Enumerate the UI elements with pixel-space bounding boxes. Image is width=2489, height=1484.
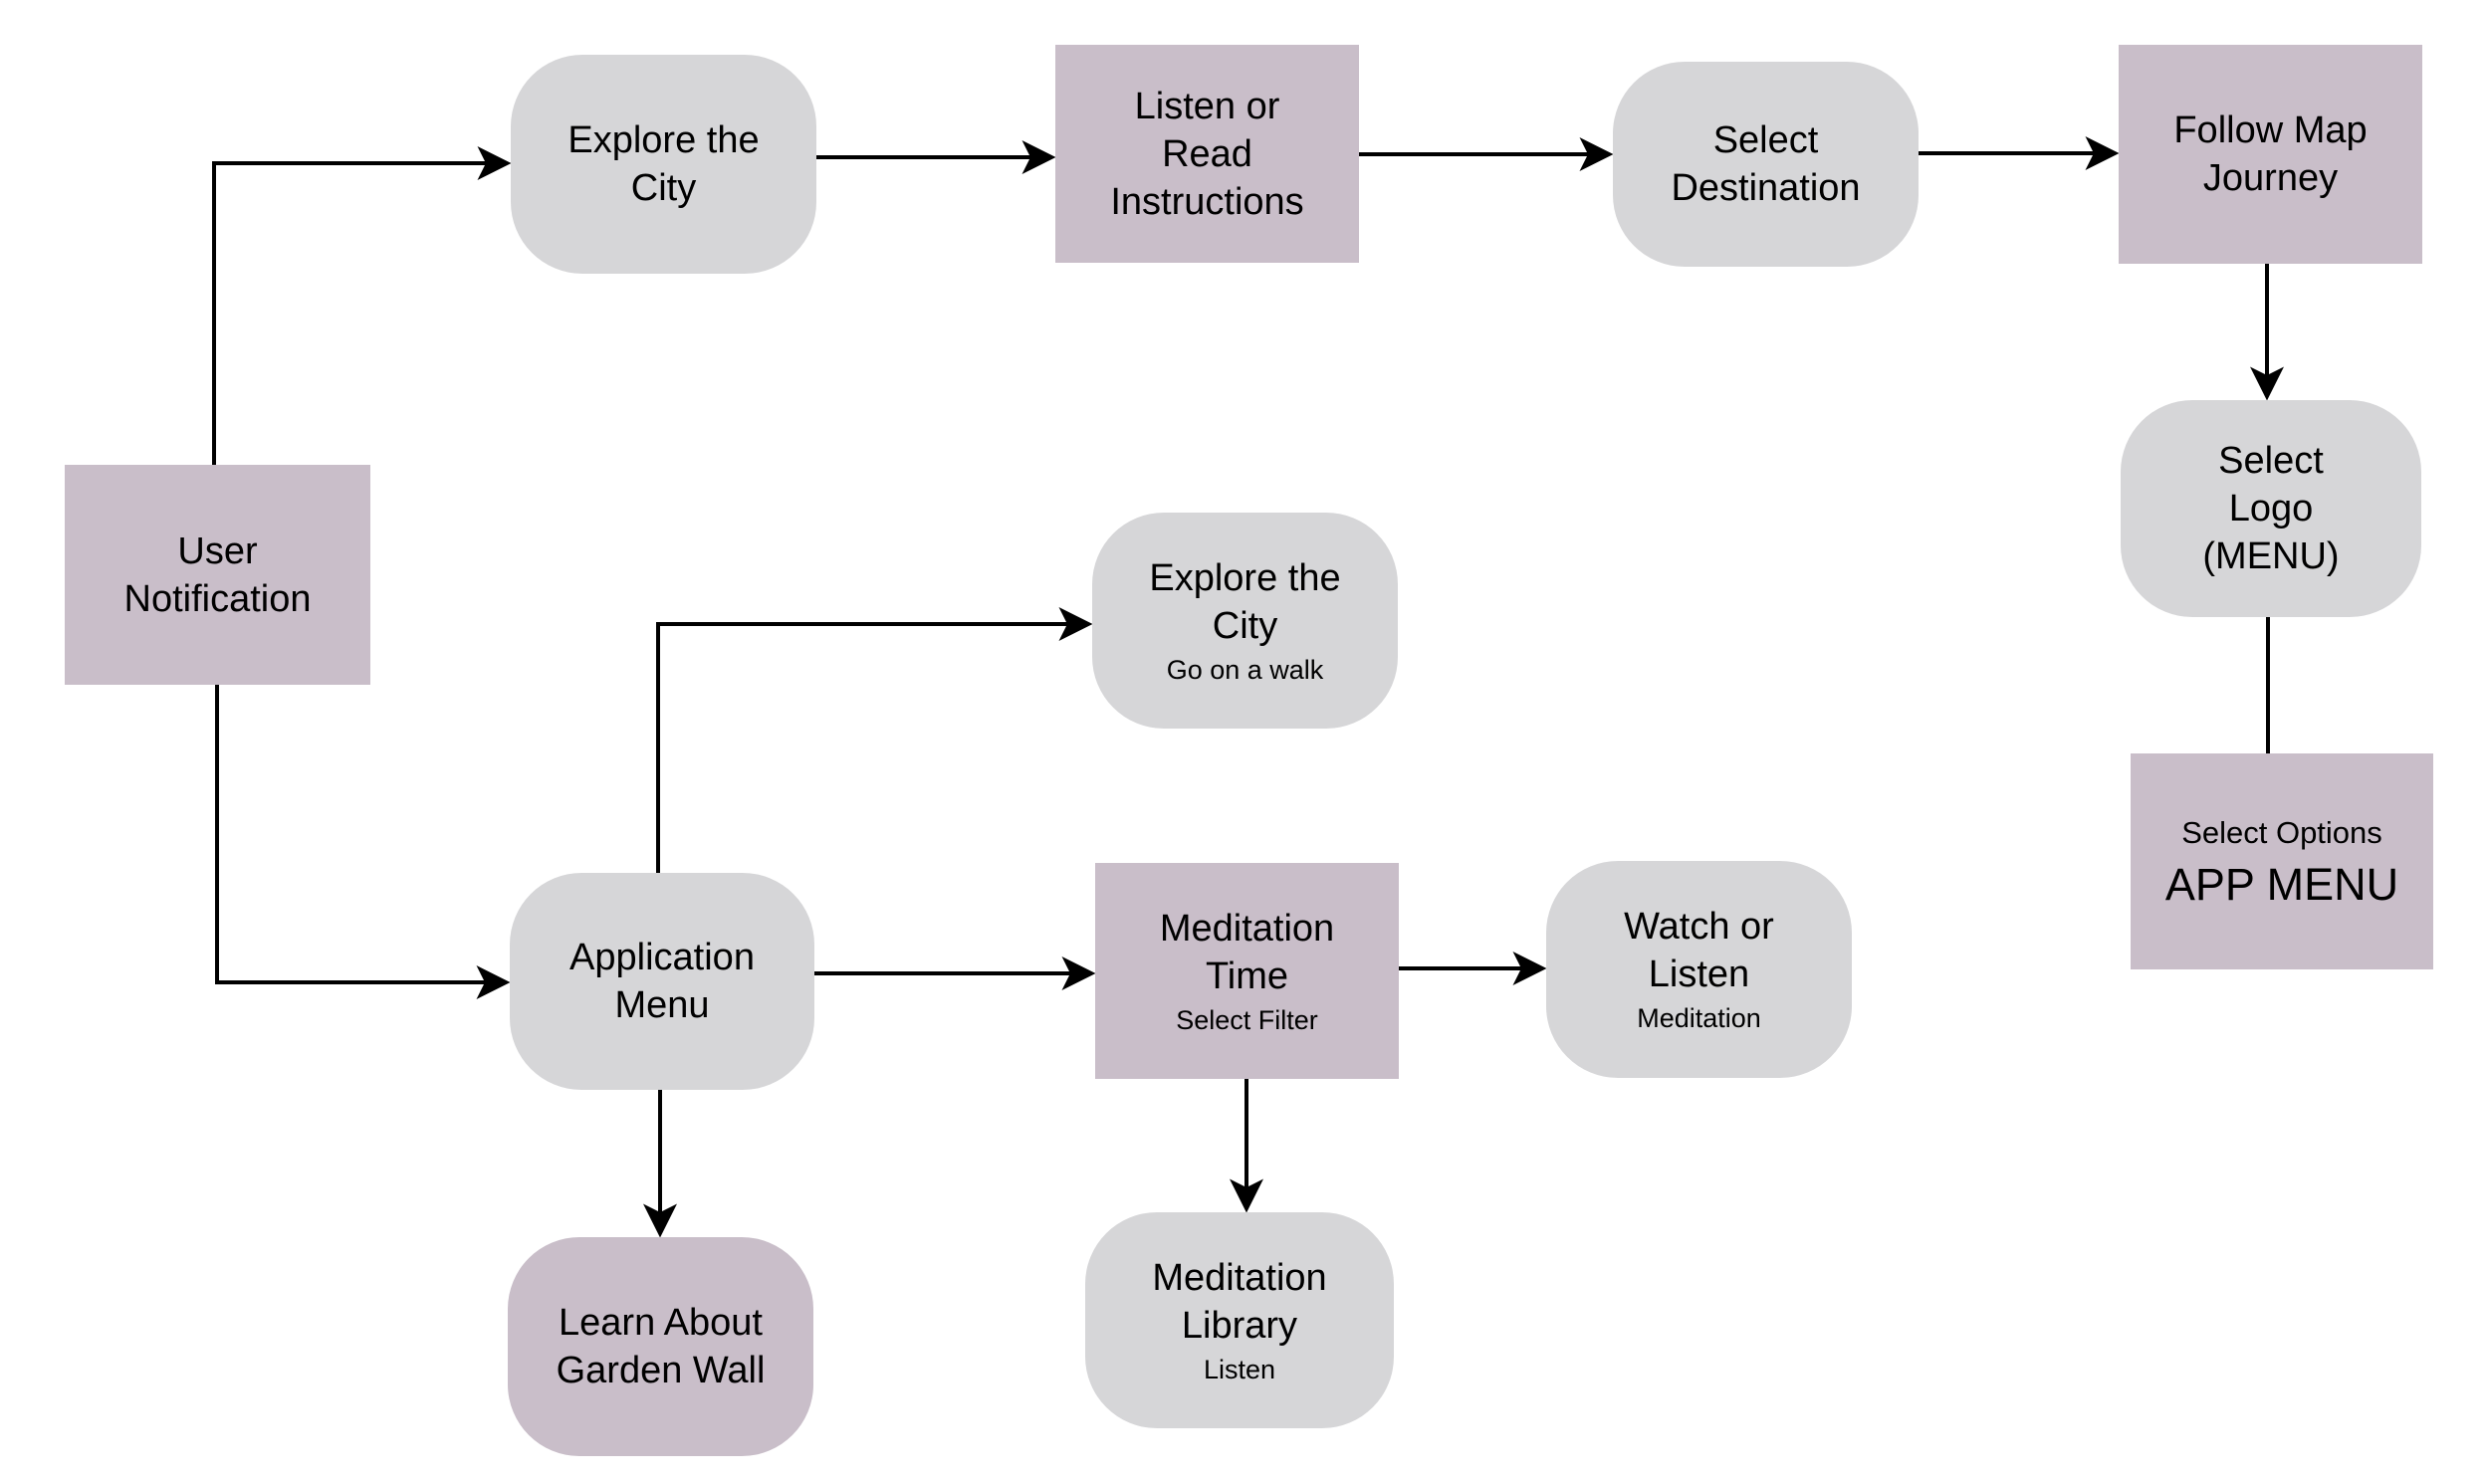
node-user-notification: User Notification	[65, 465, 370, 685]
node-label: Select Logo (MENU)	[2202, 440, 2340, 577]
node-label: Explore the City	[567, 119, 760, 209]
arrow-user-notification-to-application-menu	[215, 685, 511, 999]
node-app-menu: Select Options APP MENU	[2131, 753, 2433, 969]
node-label: Listen or Read Instructions	[1110, 85, 1304, 223]
node-sublabel: Go on a walk	[1166, 654, 1324, 685]
node-sublabel: Select Filter	[1176, 1004, 1318, 1035]
node-label: Meditation Library	[1152, 1256, 1327, 1347]
node-meditation-time: Meditation Time Select Filter	[1095, 863, 1399, 1079]
node-follow-map-journey: Follow Map Journey	[2119, 45, 2422, 264]
node-label: Learn About Garden Wall	[556, 1302, 766, 1391]
node-listen-or-read-instructions: Listen or Read Instructions	[1055, 45, 1359, 263]
arrow-application-menu-to-explore-city-walk	[656, 607, 1093, 873]
node-explore-the-city: Explore the City	[511, 55, 816, 274]
node-label: Select Destination	[1671, 119, 1861, 209]
node-watch-or-listen: Watch or Listen Meditation	[1546, 861, 1852, 1078]
node-label: Follow Map Journey	[2173, 109, 2368, 199]
node-sublabel: Select Options	[2181, 814, 2382, 850]
node-meditation-library: Meditation Library Listen	[1085, 1212, 1394, 1428]
node-explore-the-city-walk: Explore the City Go on a walk	[1092, 513, 1398, 729]
node-select-logo-menu: Select Logo (MENU)	[2121, 400, 2421, 617]
node-learn-about-garden-wall: Learn About Garden Wall	[508, 1237, 813, 1456]
node-label: User Notification	[123, 530, 312, 620]
arrow-user-notification-to-explore-city	[212, 146, 512, 465]
node-label: Explore the City	[1149, 556, 1341, 647]
node-label: APP MENU	[2164, 858, 2399, 910]
node-application-menu: Application Menu	[510, 873, 814, 1090]
node-select-destination: Select Destination	[1613, 62, 1919, 267]
node-sublabel: Meditation	[1637, 1003, 1761, 1033]
node-sublabel: Listen	[1203, 1354, 1276, 1384]
node-label: Watch or Listen	[1624, 906, 1774, 995]
node-label: Meditation Time	[1159, 907, 1335, 997]
node-label: Application Menu	[569, 937, 755, 1026]
